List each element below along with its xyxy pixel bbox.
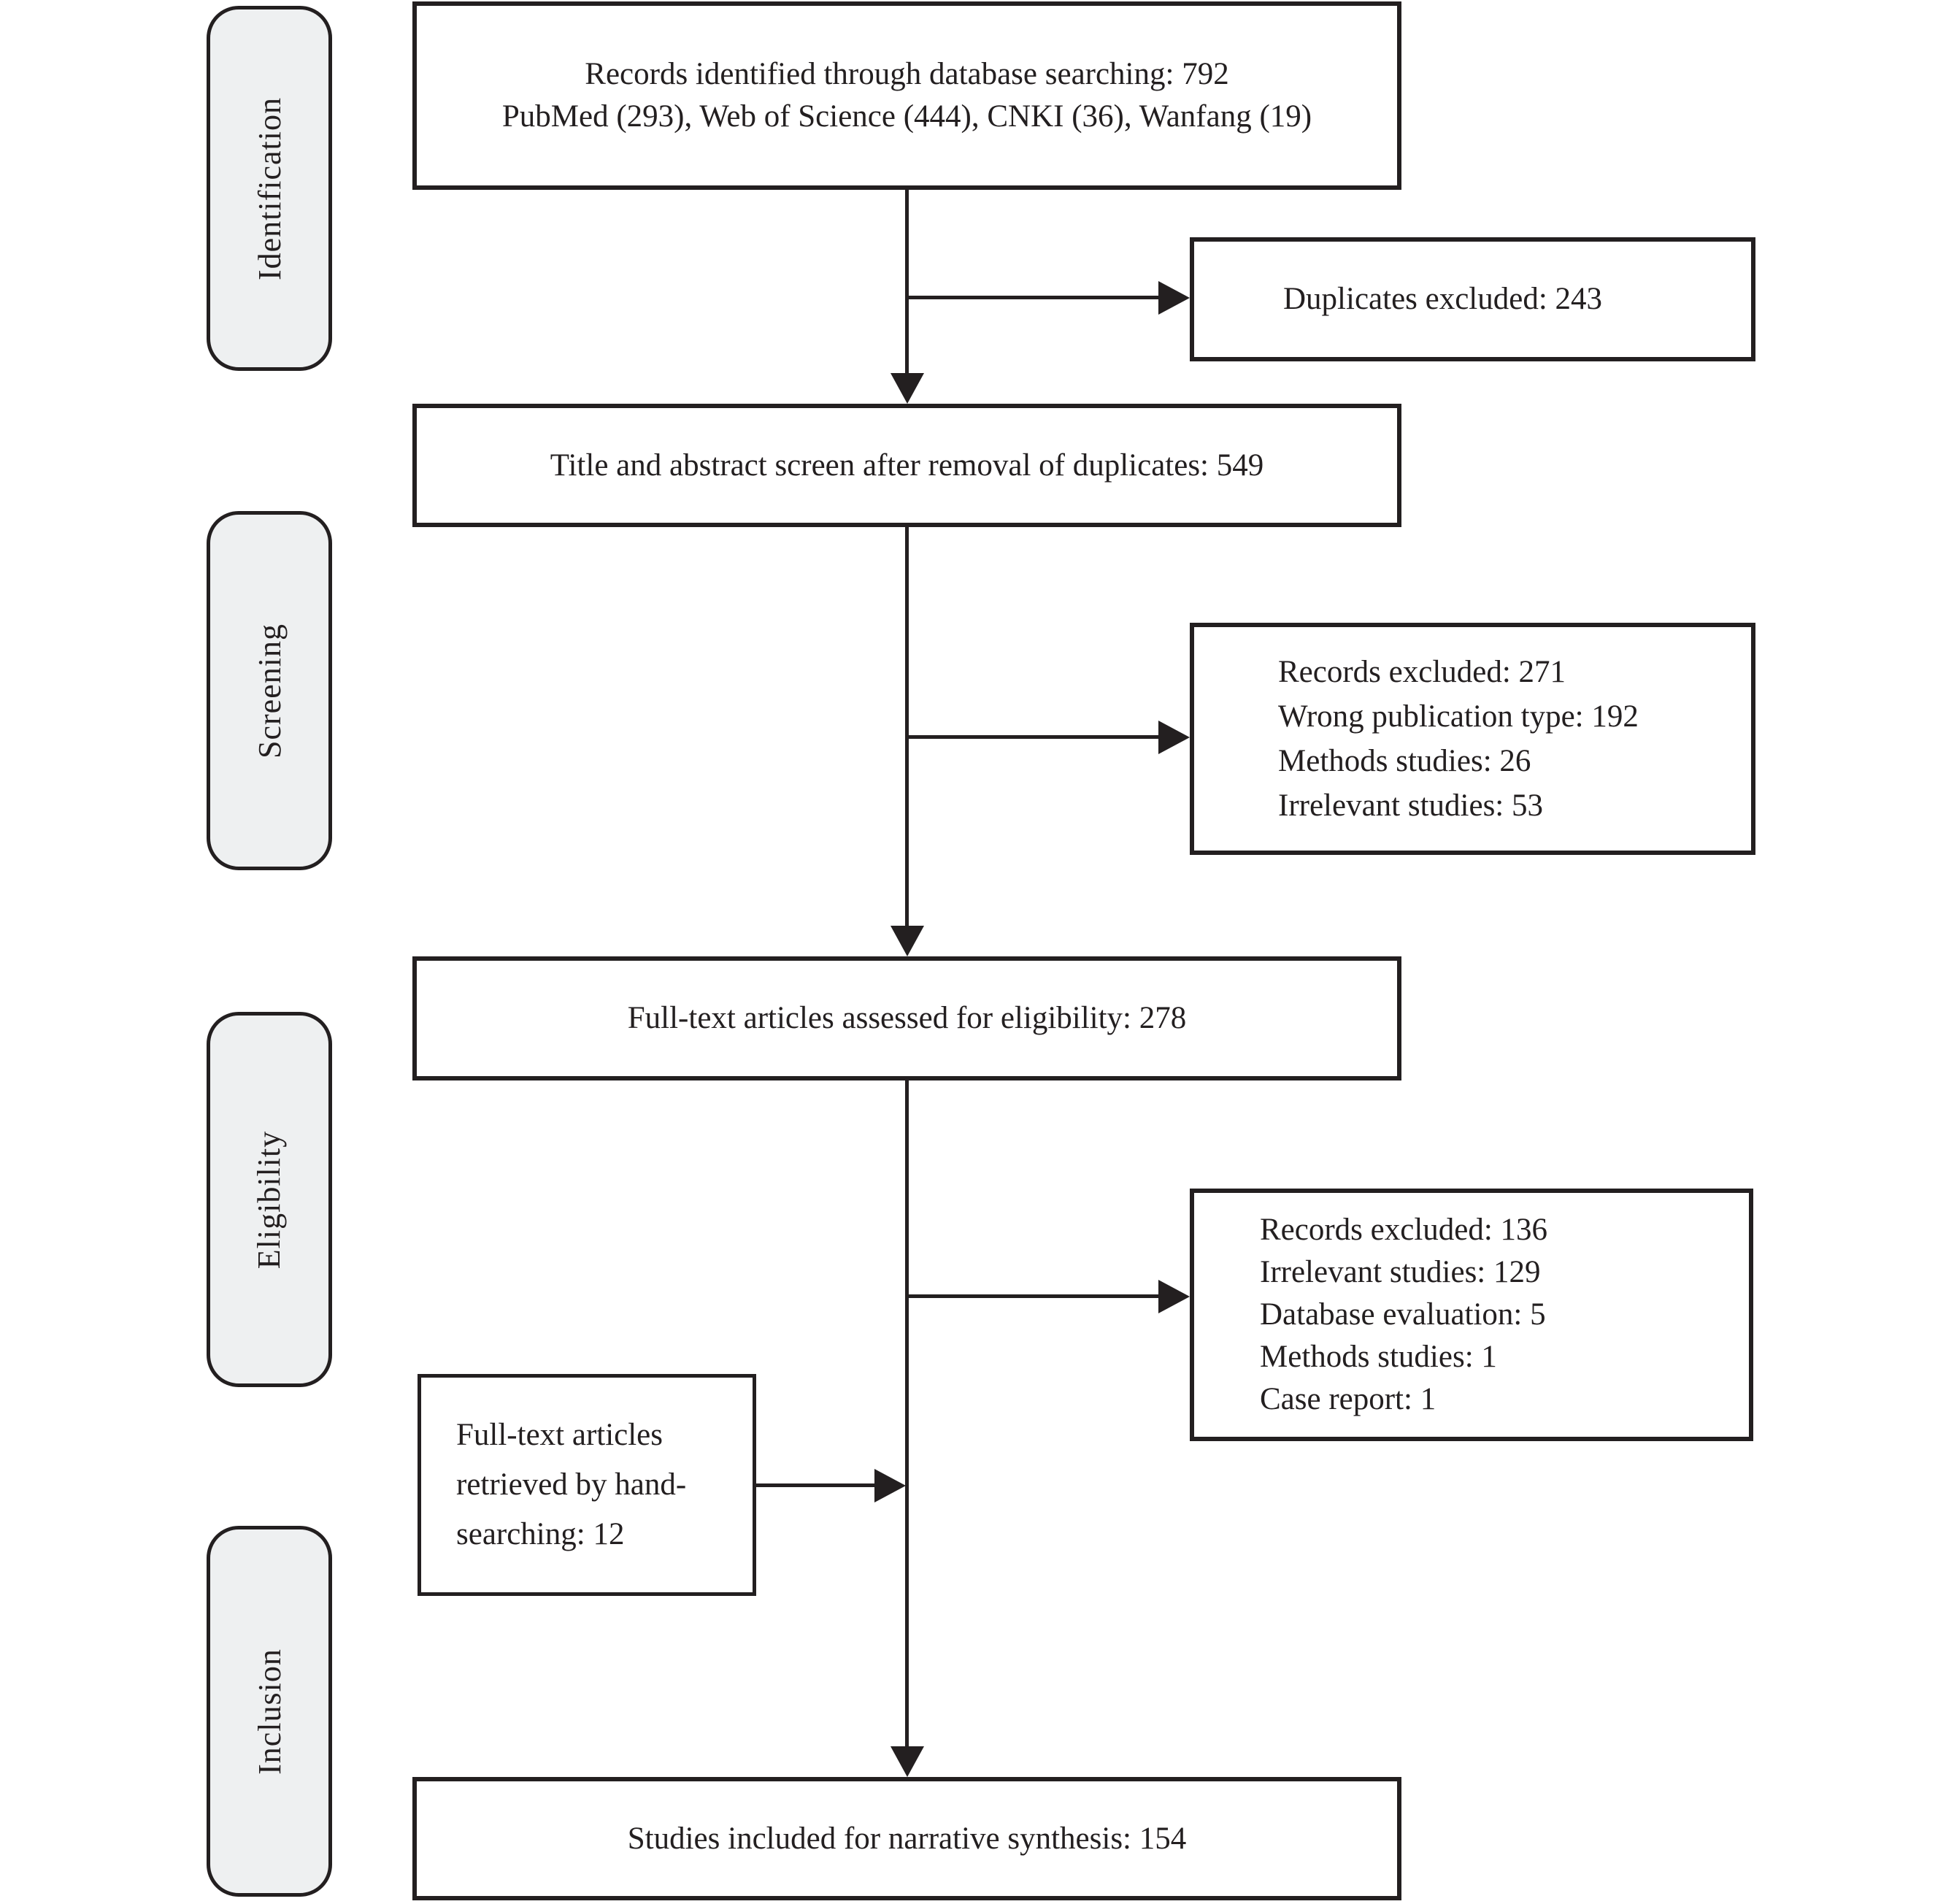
arrowhead-down-screen-icon	[891, 373, 924, 404]
arrowhead-right-duplicates-icon	[1158, 281, 1190, 315]
records-excluded-eligibility-line2: Irrelevant studies: 129	[1260, 1255, 1541, 1289]
stage-label-eligibility: Eligibility	[207, 1012, 332, 1387]
arrowhead-right-excluded-screening-icon	[1158, 721, 1190, 754]
records-excluded-screening-line2: Wrong publication type: 192	[1278, 699, 1639, 734]
records-excluded-screening-line3: Methods studies: 26	[1278, 744, 1531, 778]
connector-to-excluded-screening	[907, 735, 1160, 739]
stage-label-identification-text: Identification	[251, 96, 288, 280]
records-excluded-screening-line4: Irrelevant studies: 53	[1278, 788, 1544, 823]
box-studies-included: Studies included for narrative synthesis…	[412, 1777, 1401, 1900]
box-title-abstract-screen: Title and abstract screen after removal …	[412, 404, 1401, 527]
records-identified-line2: PubMed (293), Web of Science (444), CNKI…	[501, 99, 1312, 134]
box-records-excluded-eligibility: Records excluded: 136 Irrelevant studies…	[1190, 1189, 1753, 1441]
records-excluded-eligibility-line4: Methods studies: 1	[1260, 1340, 1497, 1374]
arrowhead-right-excluded-eligibility-icon	[1158, 1280, 1190, 1313]
stage-label-identification: Identification	[207, 6, 332, 371]
stage-label-screening-text: Screening	[251, 623, 288, 759]
studies-included-text: Studies included for narrative synthesis…	[627, 1821, 1187, 1856]
arrowhead-down-fulltext-icon	[891, 926, 924, 956]
connector-to-excluded-eligibility	[907, 1294, 1160, 1298]
duplicates-excluded-text: Duplicates excluded: 243	[1283, 282, 1603, 316]
records-excluded-screening-line1: Records excluded: 271	[1278, 655, 1566, 689]
records-identified-line1: Records identified through database sear…	[585, 57, 1229, 91]
stage-label-inclusion: Inclusion	[207, 1526, 332, 1897]
box-records-excluded-screening: Records excluded: 271 Wrong publication …	[1190, 623, 1755, 855]
connector-handsearch-to-main	[756, 1483, 876, 1487]
handsearch-line1: Full-text articles	[456, 1418, 663, 1452]
connector-identified-to-screen	[905, 190, 909, 375]
records-excluded-eligibility-line1: Records excluded: 136	[1260, 1213, 1548, 1247]
records-excluded-eligibility-line3: Database evaluation: 5	[1260, 1297, 1546, 1332]
box-records-identified: Records identified through database sear…	[412, 1, 1401, 190]
handsearch-line3: searching: 12	[456, 1517, 625, 1551]
arrowhead-down-included-icon	[891, 1746, 924, 1777]
stage-label-screening: Screening	[207, 511, 332, 870]
connector-fulltext-to-included	[905, 1080, 909, 1748]
box-handsearch-retrieved: Full-text articles retrieved by hand- se…	[418, 1374, 756, 1596]
handsearch-line2: retrieved by hand-	[456, 1467, 687, 1502]
fulltext-assessed-text: Full-text articles assessed for eligibil…	[627, 1001, 1187, 1035]
stage-label-eligibility-text: Eligibility	[251, 1130, 288, 1269]
connector-to-duplicates	[907, 296, 1160, 299]
records-excluded-eligibility-line5: Case report: 1	[1260, 1382, 1436, 1416]
box-duplicates-excluded: Duplicates excluded: 243	[1190, 237, 1755, 361]
arrowhead-right-handsearch-icon	[874, 1469, 906, 1502]
connector-screen-to-fulltext	[905, 527, 909, 927]
title-abstract-screen-text: Title and abstract screen after removal …	[550, 448, 1264, 483]
stage-label-inclusion-text: Inclusion	[251, 1648, 288, 1775]
box-fulltext-assessed: Full-text articles assessed for eligibil…	[412, 956, 1401, 1080]
